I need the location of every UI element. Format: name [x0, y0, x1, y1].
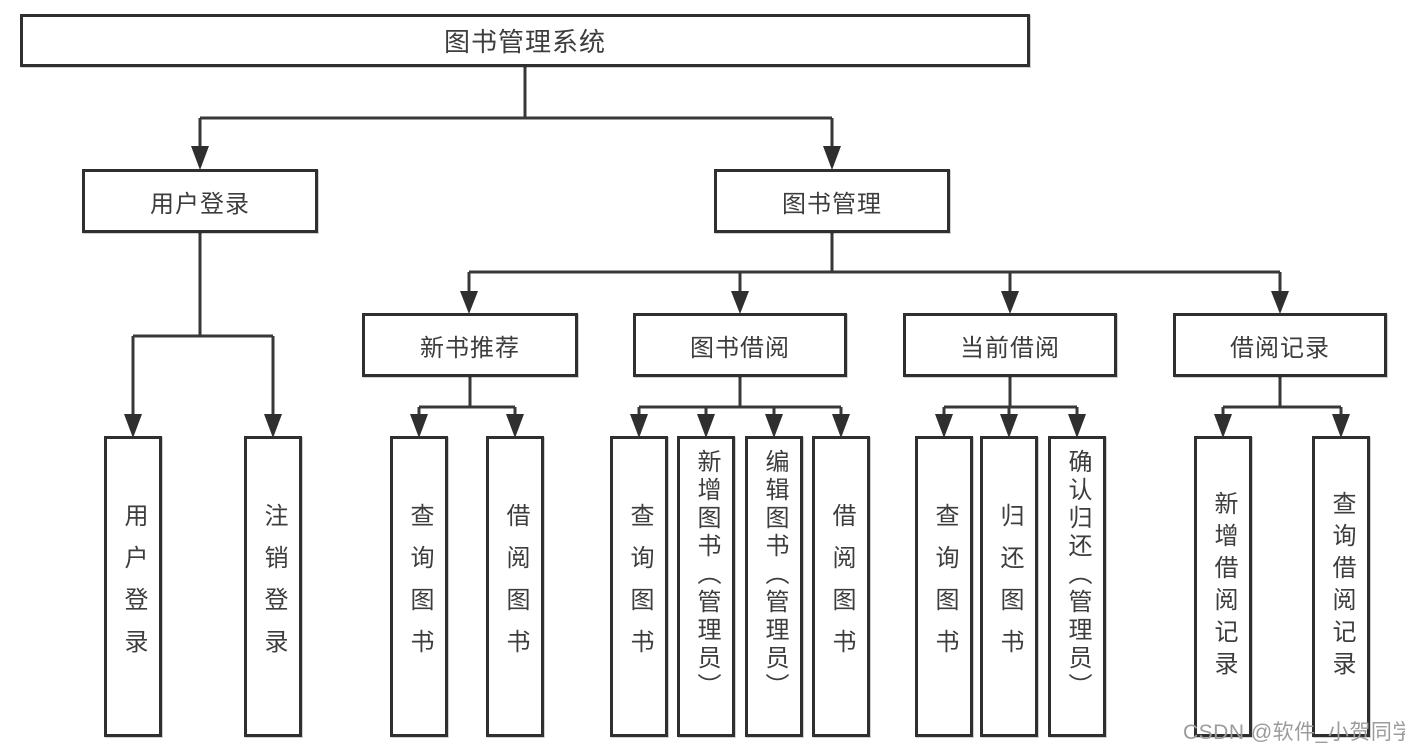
leaf-user-login: 用户登录 — [104, 436, 162, 737]
node-borrow-records: 借阅记录 — [1173, 313, 1387, 377]
csdn-watermark: CSDN @软件_小贺同学 — [1183, 721, 1405, 744]
leaf-query-borrow-record: 查询借阅记录 — [1312, 436, 1370, 737]
leaf-borrow-books-recommend: 借阅图书 — [486, 436, 544, 737]
leaf-add-book-admin: 新增图书（管理员） — [677, 436, 735, 737]
leaf-confirm-return-admin: 确认归还（管理员） — [1048, 436, 1106, 737]
leaf-query-books-current: 查询图书 — [915, 436, 973, 737]
leaf-logout: 注销登录 — [244, 436, 302, 737]
leaf-edit-book-admin: 编辑图书（管理员） — [745, 436, 803, 737]
node-new-book-recommend: 新书推荐 — [362, 313, 578, 377]
node-book-borrow: 图书借阅 — [633, 313, 847, 377]
leaf-return-book: 归还图书 — [980, 436, 1038, 737]
node-book-management: 图书管理 — [714, 169, 950, 233]
leaf-query-books-recommend: 查询图书 — [390, 436, 448, 737]
leaf-add-borrow-record: 新增借阅记录 — [1194, 436, 1252, 737]
leaf-borrow-books: 借阅图书 — [812, 436, 870, 737]
node-user-login: 用户登录 — [82, 169, 318, 233]
leaf-query-books-borrow: 查询图书 — [610, 436, 668, 737]
node-current-borrow: 当前借阅 — [903, 313, 1117, 377]
node-system: 图书管理系统 — [20, 14, 1030, 67]
